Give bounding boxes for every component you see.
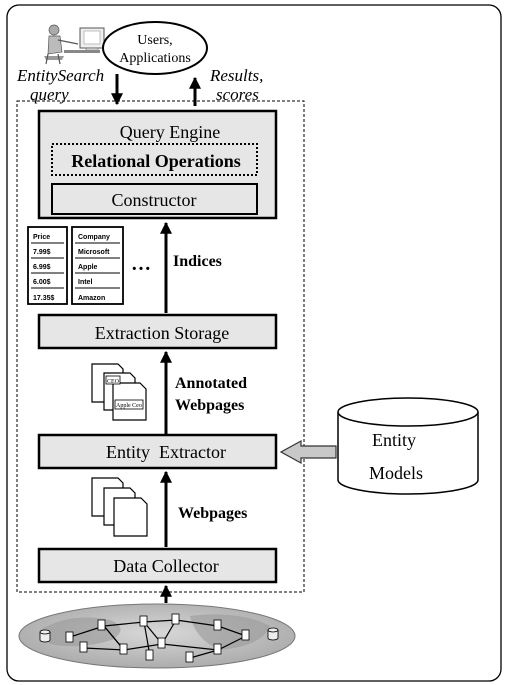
constructor-label: Constructor — [112, 190, 197, 210]
users-label: Users, — [137, 33, 172, 48]
price-header: Price — [33, 234, 50, 241]
price-cell: 17.35$ — [33, 295, 55, 302]
company-cell: Intel — [78, 279, 92, 286]
constructor-box — [51, 183, 258, 215]
company-cell: Amazon — [78, 295, 105, 302]
extraction-storage-label: Extraction Storage — [95, 323, 229, 343]
price-cell: 7.99$ — [33, 249, 51, 256]
company-index-table: Company Microsoft Apple Intel Amazon — [71, 226, 124, 305]
annotated-webpages-label: Webpages — [175, 397, 244, 414]
webpages-label: Webpages — [178, 505, 247, 522]
results-label: Results, — [209, 66, 263, 85]
more-indices-ellipsis: … — [131, 253, 151, 275]
company-cell: Microsoft — [78, 249, 110, 256]
entitysearch-query-label: EntitySearch — [16, 66, 104, 85]
entity-models-arrow — [279, 439, 337, 465]
web-globe-icon — [18, 603, 296, 669]
indices-label: Indices — [173, 253, 222, 270]
query-engine-label: Query Engine — [120, 122, 220, 142]
entity-models-label-1: Entity — [372, 430, 416, 450]
entity-models-label-2: Models — [369, 463, 423, 483]
applications-label: Applications — [119, 51, 191, 66]
entity-extractor-label: Entity Extractor — [106, 442, 226, 462]
ceo-tag: CEO — [107, 379, 120, 385]
data-collector-box — [37, 547, 278, 584]
price-cell: 6.00$ — [33, 279, 51, 286]
user-computer-icon — [44, 24, 105, 65]
data-collector-label: Data Collector — [113, 556, 218, 576]
entity-models-cylinder — [337, 397, 479, 495]
webpages-documents-icon — [91, 477, 148, 537]
users-applications-node — [102, 21, 208, 75]
annotated-documents-icon: CEO Apple Ceo — [91, 363, 147, 421]
price-index-table: Price 7.99$ 6.99$ 6.00$ 17.35$ — [27, 226, 68, 305]
query-label: query — [30, 85, 69, 104]
annotated-label: Annotated — [175, 375, 247, 392]
extraction-storage-box — [37, 313, 278, 350]
relational-operations-label: Relational Operations — [71, 151, 241, 171]
company-cell: Apple — [78, 264, 98, 271]
apple-ceo-tag: Apple Ceo — [116, 403, 142, 409]
price-cell: 6.99$ — [33, 264, 51, 271]
scores-label: scores — [216, 85, 259, 104]
entity-extractor-box — [37, 433, 278, 470]
company-header: Company — [78, 234, 110, 241]
relational-operations-box — [51, 143, 258, 176]
